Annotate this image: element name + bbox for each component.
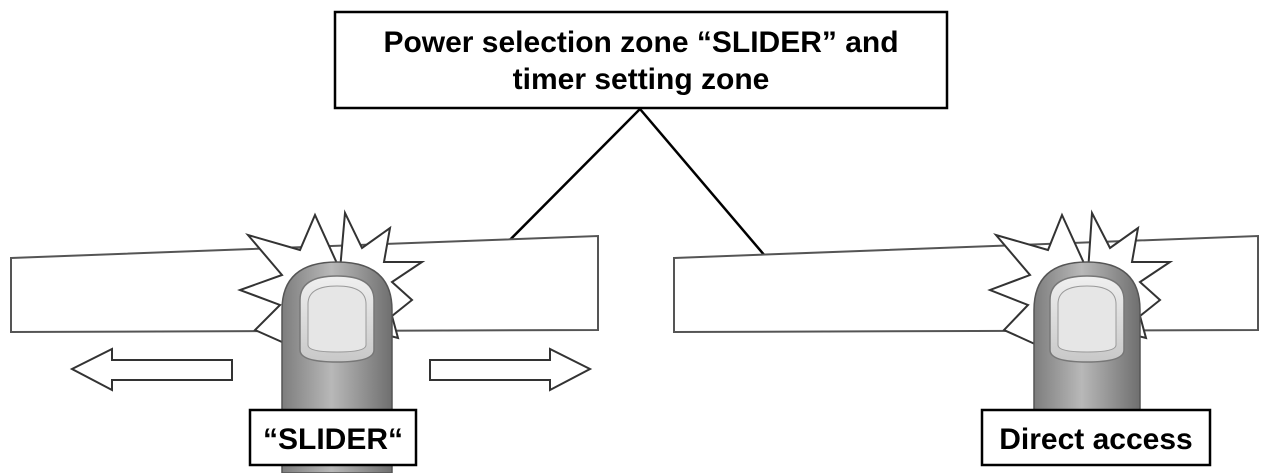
callout-line-2: timer setting zone bbox=[513, 63, 770, 96]
arrow-left-icon bbox=[69, 347, 233, 392]
direct-access-label: Direct access bbox=[999, 423, 1192, 456]
direct-access-label-box: Direct access bbox=[980, 408, 1212, 467]
callout-box: Power selection zone “SLIDER” and timer … bbox=[333, 10, 949, 110]
slider-label-box: “SLIDER“ bbox=[248, 408, 418, 467]
pointer-arrow-right bbox=[639, 108, 779, 272]
finger-touch-icon bbox=[1033, 261, 1141, 421]
arrow-right-icon bbox=[429, 347, 593, 392]
callout-line-1: Power selection zone “SLIDER” and bbox=[383, 26, 898, 59]
slider-label: “SLIDER“ bbox=[263, 423, 403, 456]
